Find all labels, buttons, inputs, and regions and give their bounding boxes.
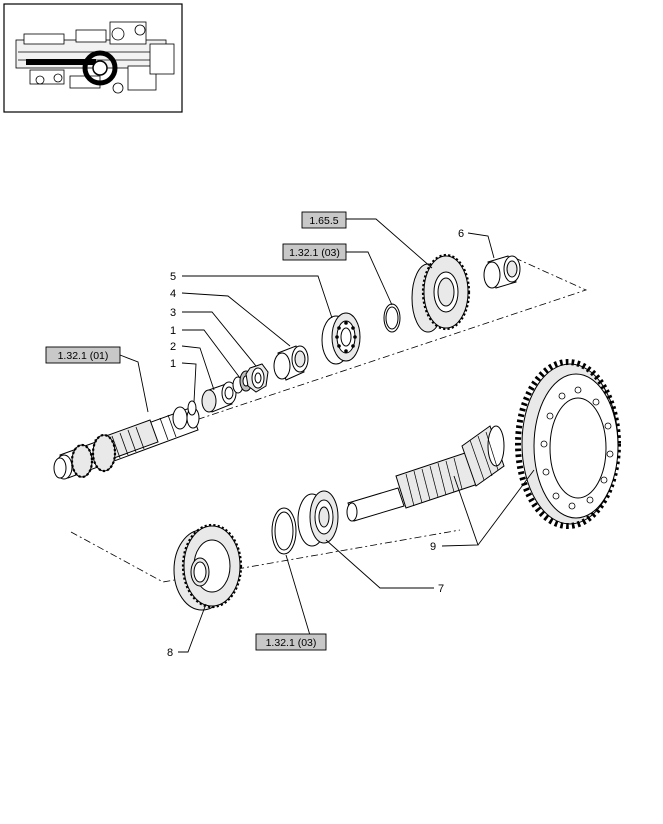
- ref-box-1-32-1-03-top[interactable]: 1.32.1 (03): [282, 243, 347, 261]
- item-label-7: 7: [438, 583, 444, 595]
- item-label-9: 9: [430, 541, 436, 553]
- input-shaft: [53, 406, 200, 480]
- circlip-1-lower: [187, 400, 197, 416]
- item-label-8: 8: [167, 647, 173, 659]
- tapered-bearing-7: [297, 490, 339, 547]
- locator-thumbnail: [3, 3, 183, 113]
- ring-gear: [515, 359, 621, 529]
- ref-box-1-65-5[interactable]: 1.65.5: [301, 211, 347, 229]
- ref-1-32-1-01-text: 1.32.1 (01): [58, 350, 109, 362]
- ref-1-65-5-text: 1.65.5: [309, 215, 338, 227]
- ball-bearing-5: [321, 312, 361, 365]
- gear-8: [173, 523, 243, 611]
- bushing-6: [483, 255, 521, 289]
- ref-box-1-32-1-01[interactable]: 1.32.1 (01): [45, 346, 121, 364]
- item-label-1-upper: 1: [170, 325, 176, 337]
- ref-1-32-1-03-top-text: 1.32.1 (03): [289, 247, 340, 259]
- item-label-2: 2: [170, 341, 176, 353]
- spur-gear-top: [411, 253, 471, 333]
- ref-1-32-1-03-bottom-text: 1.32.1 (03): [266, 637, 317, 649]
- item-label-1-lower: 1: [170, 358, 176, 370]
- ref-box-1-32-1-03-bottom[interactable]: 1.32.1 (03): [255, 633, 327, 651]
- pinion-shaft-9: [346, 425, 505, 522]
- nut-4: [245, 363, 269, 393]
- item-label-6: 6: [458, 228, 464, 240]
- item-label-4: 4: [170, 288, 176, 300]
- spacer-bushing: [273, 345, 309, 381]
- item-label-5: 5: [170, 271, 176, 283]
- needle-bearing-2: [201, 381, 237, 413]
- leader-lines: [119, 218, 535, 653]
- item-label-3: 3: [170, 307, 176, 319]
